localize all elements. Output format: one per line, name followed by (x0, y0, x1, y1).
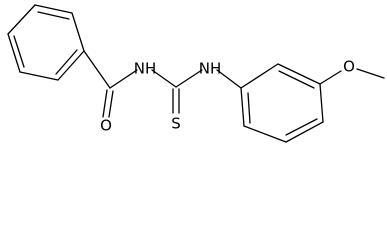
ring2-bond-1 (240, 63, 279, 89)
ring-to-carbonyl-bond (83, 50, 111, 89)
thione-sulfur-label: S (171, 115, 181, 133)
ring1-bond-3 (7, 33, 21, 73)
carbonyl-to-nh-bond (109, 69, 138, 89)
methoxy-group (319, 68, 385, 85)
molecule-structure: NH NH O S O (7, 4, 385, 143)
amide-nh-label: NH (134, 60, 157, 78)
ring2-inner-bond-2 (285, 118, 318, 136)
amide-linkage (83, 50, 177, 118)
ring1-bond-2 (7, 4, 36, 35)
ether-o-to-methyl-bond (356, 68, 385, 79)
ring1-bond-6 (71, 12, 85, 52)
thiocarbonyl-to-nh-bond (175, 69, 203, 88)
ring1-bond-4 (19, 71, 59, 81)
ring1-bond-5 (57, 50, 85, 81)
ring2-inner-bond-3 (247, 92, 251, 124)
ring1-inner-bond-2 (13, 35, 25, 68)
ring2-bond-3 (319, 83, 324, 123)
ring1-inner-bond-1 (37, 11, 70, 20)
thio-nh-label: NH (199, 60, 222, 78)
carbonyl-double-bond-a (102, 89, 108, 118)
ring2-bond-2 (277, 63, 321, 85)
carbonyl-oxygen-label: O (100, 117, 112, 135)
ether-oxygen-label: O (343, 58, 355, 76)
ring2-inner-bond-1 (278, 70, 315, 89)
carbonyl-double-bond-b (108, 90, 114, 118)
ring2-bond-6 (240, 87, 245, 127)
methoxyphenyl-ring (240, 63, 324, 143)
ring2-bond-4 (285, 121, 324, 143)
ring2-bond-5 (243, 125, 287, 143)
nh-to-aryl-bond (216, 69, 242, 89)
nh-to-thiocarbonyl-bond (151, 69, 177, 88)
ring1-inner-bond-3 (55, 49, 78, 75)
ring1-bond-1 (34, 4, 73, 14)
ring-to-ether-o-bond (319, 70, 342, 85)
thiourea-core (172, 69, 242, 114)
benzoyl-ring (7, 4, 85, 81)
